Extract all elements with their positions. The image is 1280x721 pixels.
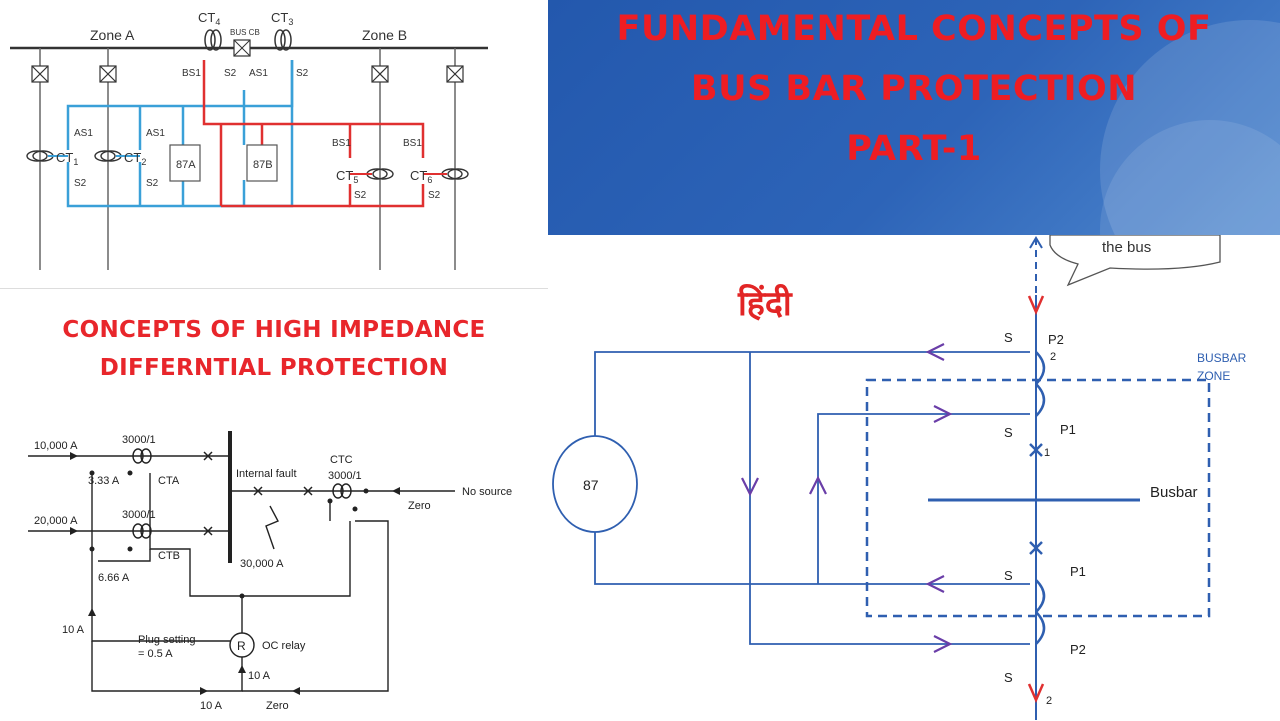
secondary-current-2: 6.66 A <box>98 572 130 584</box>
p2-label-top: P2 <box>1048 332 1064 347</box>
ct3-label: CT3 <box>271 10 293 27</box>
s2-ct6: S2 <box>428 190 441 201</box>
sub-2-bottom: 2 <box>1046 695 1052 707</box>
s-label-top: S <box>1004 330 1013 345</box>
busbar-zone-panel: हिंदी the bus Busbar BUSBAR ZONE <box>548 235 1280 720</box>
busbar-label: Busbar <box>1150 484 1198 501</box>
zone-a-label: Zone A <box>90 27 135 43</box>
relay-87-label: 87 <box>583 477 599 493</box>
bus-cb-label: BUS CB <box>230 28 260 37</box>
ct2-label: CT2 <box>124 150 146 167</box>
bs1-ct4: BS1 <box>182 68 201 79</box>
s2-ct3: S2 <box>296 68 309 79</box>
s-label-3: S <box>1004 568 1013 583</box>
s2-ct1: S2 <box>74 178 87 189</box>
ct1-label: CT1 <box>56 150 78 167</box>
ctc-ratio: 3000/1 <box>328 470 362 482</box>
internal-fault-label: Internal fault <box>236 468 297 480</box>
cta-ratio: 3000/1 <box>122 434 156 446</box>
plug-setting-value: = 0.5 A <box>138 648 173 660</box>
s-label-2: S <box>1004 425 1013 440</box>
hindi-label: हिंदी <box>738 284 792 324</box>
zero-label-2: Zero <box>266 700 289 712</box>
ct5-label: CT5 <box>336 168 358 185</box>
feeder-breakers <box>31 65 464 83</box>
as1-ct1: AS1 <box>74 128 93 139</box>
oc-relay-symbol <box>229 632 255 658</box>
input-current-1: 10,000 A <box>34 440 78 452</box>
high-impedance-diagram: R 10,000 A 20,000 A 3000/1 3000/1 3000/1… <box>28 431 512 712</box>
s2-ct2: S2 <box>146 178 159 189</box>
high-impedance-panel: CONCEPTS OF HIGH IMPEDANCE DIFFERNTIAL P… <box>0 288 548 721</box>
p1-label-bottom: P1 <box>1070 564 1086 579</box>
ten-amp-relay: 10 A <box>248 670 271 682</box>
ten-amp-left: 10 A <box>62 624 85 636</box>
relay-87a <box>169 144 201 182</box>
high-impedance-title-line-2: DIFFERNTIAL PROTECTION <box>99 355 449 381</box>
plug-setting-label: Plug setting <box>138 634 195 646</box>
bs1-ct6: BS1 <box>403 138 422 149</box>
ctb-ratio: 3000/1 <box>122 509 156 521</box>
banner-title-line-1: FUNDAMENTAL CONCEPTS OF <box>616 9 1212 49</box>
relay-r-label: R <box>237 639 246 653</box>
fault-bolt-icon <box>265 505 279 550</box>
fault-current-label: 30,000 A <box>240 558 284 570</box>
busbar-zone-diagram: the bus Busbar BUSBAR ZONE <box>552 235 1247 720</box>
input-current-2: 20,000 A <box>34 515 78 527</box>
no-source-label: No source <box>462 486 512 498</box>
bs1-ct5: BS1 <box>332 138 351 149</box>
zone-b-label: Zone B <box>362 27 407 43</box>
sub-2-top: 2 <box>1050 351 1056 363</box>
zone-a-wiring <box>66 60 294 208</box>
busbar-zone-box <box>865 378 1211 618</box>
relay-87a-label: 87A <box>176 159 196 171</box>
p1-label-top: P1 <box>1060 422 1076 437</box>
banner-title-line-3: PART-1 <box>846 129 982 169</box>
secondary-current-1: 3.33 A <box>88 475 120 487</box>
busbar-zone-label-1: BUSBAR <box>1197 351 1247 365</box>
ct6-label: CT6 <box>410 168 432 185</box>
title-banner: FUNDAMENTAL CONCEPTS OF BUS BAR PROTECTI… <box>548 0 1280 235</box>
as1-ct3: AS1 <box>249 68 268 79</box>
zero-label-1: Zero <box>408 500 431 512</box>
as1-ct2: AS1 <box>146 128 165 139</box>
ctc-label: CTC <box>330 454 353 466</box>
p2-label-bottom: P2 <box>1070 642 1086 657</box>
s2-ct5: S2 <box>354 190 367 201</box>
cta-label: CTA <box>158 475 180 487</box>
zone-bus-diagram-svg: Zone A Zone B CT4 BUS CB CT3 <box>10 10 488 270</box>
ct4-label: CT4 <box>198 10 220 27</box>
callout-text: the bus <box>1102 239 1151 256</box>
ctb-label: CTB <box>158 550 180 562</box>
sub-1: 1 <box>1044 447 1050 459</box>
s-label-bottom: S <box>1004 670 1013 685</box>
banner-title-line-2: BUS BAR PROTECTION <box>690 69 1138 109</box>
busbar-zone-label-2: ZONE <box>1197 369 1230 383</box>
zone-b-wiring <box>202 60 425 208</box>
ct4-coil <box>204 29 216 51</box>
ct3-coil <box>274 29 286 51</box>
relay-87 <box>552 435 638 533</box>
relay-87b-label: 87B <box>253 159 273 171</box>
zone-bus-diagram: Zone A Zone B CT4 BUS CB CT3 <box>0 0 548 288</box>
oc-relay-label: OC relay <box>262 640 306 652</box>
current-arrows <box>741 343 953 653</box>
s2-ct4: S2 <box>224 68 237 79</box>
relay-87b <box>246 144 278 182</box>
high-impedance-title-line-1: CONCEPTS OF HIGH IMPEDANCE <box>62 317 486 343</box>
callout-bubble <box>1049 235 1221 287</box>
ten-amp-bottom: 10 A <box>200 700 223 712</box>
